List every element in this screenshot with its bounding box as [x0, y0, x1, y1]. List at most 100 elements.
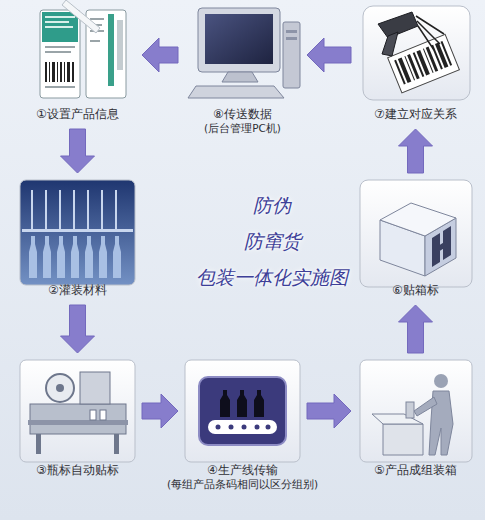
bottling-art [20, 180, 135, 285]
scanner-art [363, 6, 470, 100]
computer-art [188, 86, 284, 98]
process-step: ⑤产品成组装箱 [358, 360, 473, 478]
label-cards-art [90, 40, 100, 42]
label-cards-art [45, 86, 75, 88]
flow-arrow [399, 305, 433, 353]
label-cards-art [45, 46, 75, 48]
scanner-art [388, 34, 460, 92]
conveyor-art [199, 377, 286, 445]
box-label-art [432, 226, 451, 267]
flow-arrow [307, 394, 351, 428]
label-cards-art [45, 51, 71, 53]
computer-art [222, 72, 258, 82]
label-cards-art [45, 21, 69, 23]
packing-art [434, 374, 448, 388]
bottling-art [85, 236, 93, 278]
label-cards-art [62, 0, 100, 33]
computer-art [286, 30, 297, 33]
scanner-art [426, 47, 439, 72]
label-cards-art [108, 14, 114, 86]
labeling-machine-art [114, 434, 119, 454]
labeling-machine-art [100, 410, 106, 420]
bottling-art [43, 236, 51, 278]
conveyor-art [266, 425, 271, 430]
label-cards-art [45, 26, 73, 28]
image-frame [185, 360, 300, 462]
process-step: ②灌装材料 [20, 180, 135, 298]
conveyor-art [254, 390, 264, 417]
computer-art [283, 22, 300, 88]
image-frame [20, 360, 135, 462]
labeling-machine-art [28, 420, 128, 425]
bottling-art [57, 236, 65, 278]
image-frame [20, 180, 135, 282]
step-caption: ⑥贴箱标 [316, 282, 485, 298]
conveyor-art [185, 360, 300, 462]
label-cards-art [49, 62, 50, 82]
labeling-machine-art [46, 374, 74, 402]
process-step: ③瓶标自动贴标 [20, 360, 135, 478]
image-frame [20, 4, 135, 106]
label-cards-art [60, 62, 62, 82]
scanner-art [363, 6, 470, 100]
process-step: ⑥贴箱标 [358, 180, 473, 298]
conveyor-art [216, 425, 221, 430]
conveyor-art [229, 425, 234, 430]
image-frame [185, 4, 300, 106]
process-step: ①设置产品信息 [20, 4, 135, 122]
label-cards-art [45, 16, 75, 18]
scanner-art [407, 54, 420, 79]
computer-art [198, 8, 280, 72]
labeling-machine-art [80, 372, 110, 404]
labeling-machine-art [20, 360, 135, 462]
step-caption: ④生产线传输 [143, 462, 343, 478]
bottling-art [71, 236, 79, 278]
step-caption: ③瓶标自动贴标 [0, 462, 178, 478]
bottling-art [113, 236, 121, 278]
labeling-machine-art [56, 384, 64, 392]
scanner-art [378, 12, 418, 38]
label-cards-art [45, 62, 47, 82]
step-caption: ⑤产品成组装箱 [316, 462, 485, 478]
packing-art [414, 397, 437, 416]
flow-arrow [61, 129, 95, 173]
computer-art [188, 8, 300, 98]
scanner-art [388, 34, 460, 92]
packing-art [360, 360, 472, 462]
scanner-art [416, 50, 429, 76]
box-label-art [360, 180, 472, 287]
scanner-art [382, 32, 398, 56]
flow-arrow [399, 129, 433, 173]
labeling-machine-art [30, 404, 126, 434]
step-caption: ①设置产品信息 [0, 106, 178, 122]
image-frame [358, 4, 473, 106]
conveyor-art [237, 390, 247, 417]
packing-art [360, 360, 472, 462]
labeling-machine-art [90, 410, 96, 420]
scanner-art [441, 41, 453, 66]
label-cards-art [40, 10, 80, 98]
step-note: (后台管理PC机) [143, 122, 343, 135]
label-cards-art [64, 62, 65, 82]
image-frame [358, 180, 473, 282]
conveyor-art [185, 360, 300, 462]
bottling-art [32, 190, 116, 229]
conveyor-art [208, 420, 277, 434]
packing-art [383, 424, 423, 455]
conveyor-art [255, 425, 260, 430]
label-cards-art [90, 18, 104, 20]
bottling-art [99, 236, 107, 278]
process-step: ⑦建立对应关系 [358, 4, 473, 122]
bottling-art [20, 180, 135, 285]
computer-art [286, 37, 297, 40]
packing-art [406, 402, 414, 418]
labeling-machine-art [36, 434, 41, 454]
label-cards-art [57, 62, 58, 82]
process-step: ④生产线传输(每组产品条码相同以区分组别) [185, 360, 300, 491]
